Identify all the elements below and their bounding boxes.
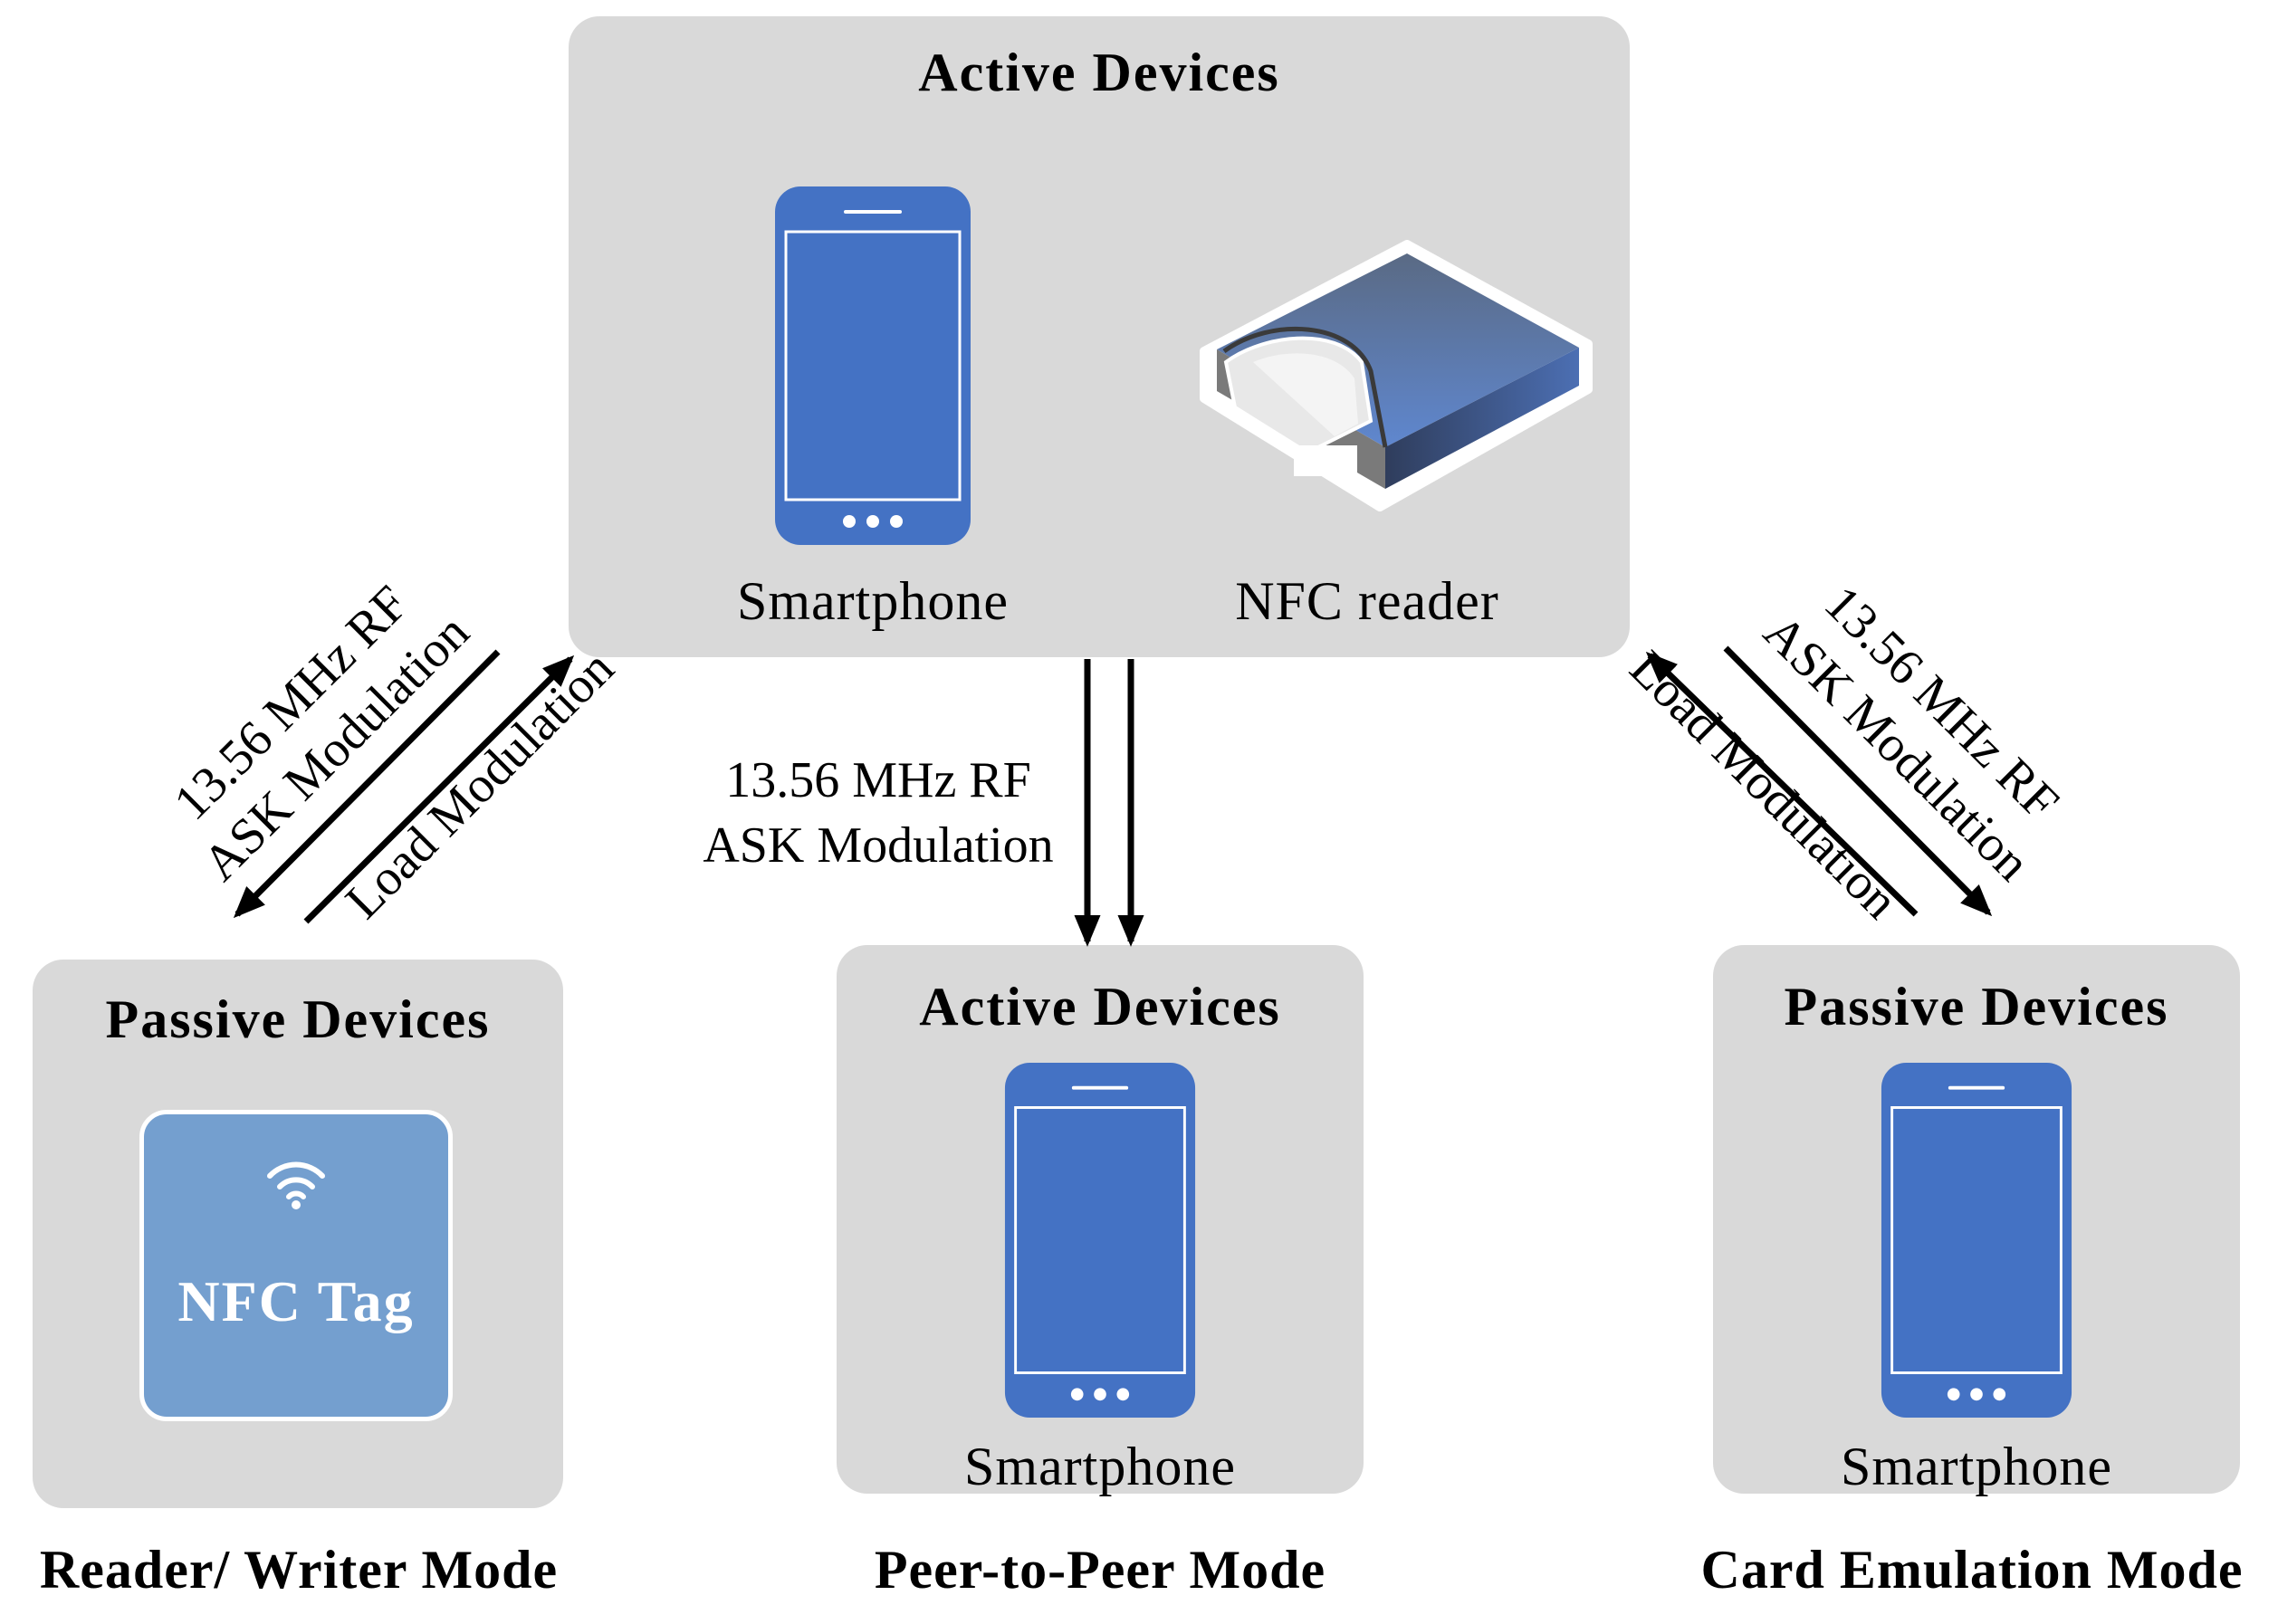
top-nfc-reader-label: NFC reader — [1235, 571, 1499, 631]
right-load-arrow — [1645, 651, 1919, 917]
smartphone-icon — [775, 186, 971, 545]
peer-to-peer-mode-caption: Peer-to-Peer Mode — [874, 1540, 1326, 1600]
top-panel-title: Active Devices — [918, 43, 1280, 102]
nfc-tag-icon: NFC Tag — [139, 1110, 453, 1421]
nfc-tag-label: NFC Tag — [177, 1269, 415, 1333]
smartphone-icon — [1881, 1062, 2072, 1419]
middle-active-devices-panel: Active Devices Smartphone — [837, 945, 1364, 1496]
right-passive-devices-panel: Passive Devices Smartphone — [1713, 945, 2240, 1496]
middle-link-label-line1: 13.56 MHz RF — [725, 752, 1031, 808]
middle-smartphone-label: Smartphone — [964, 1437, 1236, 1496]
left-panel-title: Passive Devices — [105, 989, 491, 1049]
right-panel-title: Passive Devices — [1784, 977, 2169, 1036]
middle-link-label-line2: ASK Modulation — [703, 817, 1054, 874]
wireless-waves-icon — [267, 1161, 325, 1209]
middle-panel-title: Active Devices — [919, 977, 1281, 1036]
top-smartphone-label: Smartphone — [737, 571, 1009, 631]
smartphone-icon — [1004, 1062, 1196, 1419]
right-ask-arrow — [1723, 645, 1993, 917]
left-load-arrow — [303, 654, 575, 924]
middle-link-label: 13.56 MHz RF ASK Modulation — [661, 748, 1096, 878]
top-active-devices-panel: Active Devices — [569, 16, 1630, 657]
right-smartphone-label: Smartphone — [1841, 1437, 2112, 1496]
reader-writer-mode-caption: Reader/ Writer Mode — [39, 1540, 559, 1600]
left-passive-devices-panel: Passive Devices NFC Tag — [33, 960, 563, 1508]
left-ask-arrow — [233, 649, 501, 919]
nfc-reader-icon — [1200, 240, 1593, 511]
card-emulation-mode-caption: Card Emulation Mode — [1700, 1540, 2244, 1600]
